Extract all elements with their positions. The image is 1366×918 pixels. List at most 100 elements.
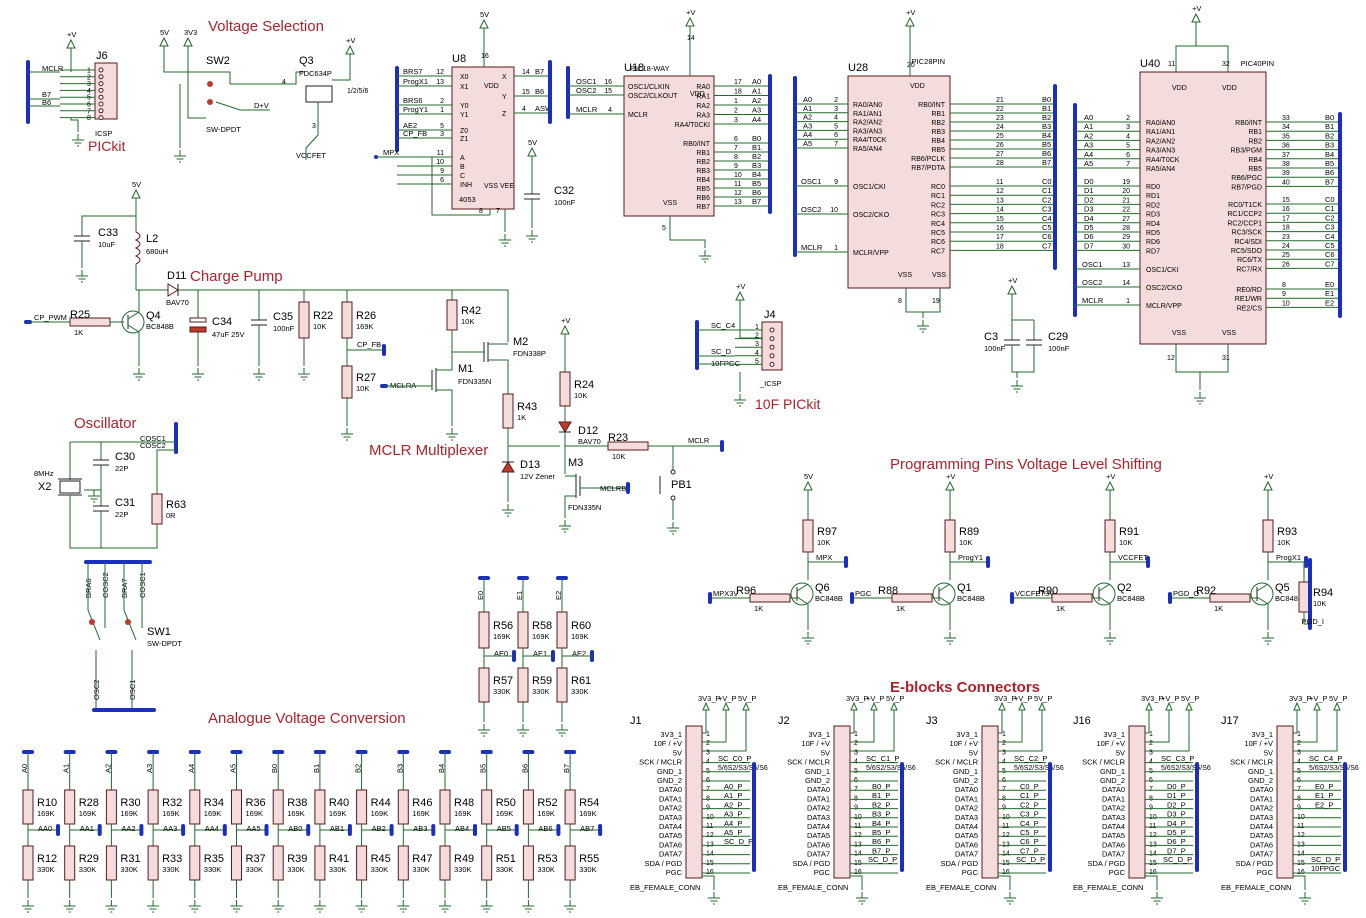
- u40-net: C2: [1325, 213, 1335, 222]
- resistor-value: 169K: [246, 809, 264, 818]
- resistor-ref: R47: [412, 853, 432, 865]
- ic-ref: U40: [1140, 58, 1160, 70]
- u8-pin-name: X0: [460, 74, 469, 81]
- eblock-pin-name: SCK / MCLR: [639, 758, 683, 767]
- u40-pin-number: 20: [1122, 188, 1130, 195]
- u40-pin-name: VSS: [1172, 330, 1186, 337]
- divider-mid-net: AE0: [494, 649, 508, 658]
- ground-symbol: [105, 900, 118, 913]
- u8-pin-name: Z1: [460, 136, 468, 143]
- resistor: [22, 845, 34, 881]
- resistor-ref: R92: [1196, 585, 1216, 597]
- resistor-ref: R91: [1119, 526, 1139, 538]
- eblock-data-net: D7_P: [1167, 846, 1186, 855]
- j4-ref: J4: [764, 309, 776, 321]
- resistor-ref: R63: [166, 499, 186, 511]
- resistor: [231, 845, 242, 881]
- resistor: [397, 789, 409, 825]
- u40-net: E2: [1325, 298, 1334, 307]
- resistor: [478, 667, 490, 703]
- resistor-value: 169K: [204, 809, 222, 818]
- eblock-p15-net: SC_D_P: [1311, 855, 1340, 864]
- power-arrow: [1263, 480, 1273, 491]
- eblock-ref: J17: [1221, 715, 1239, 727]
- eblock-data-net: D3_P: [1167, 810, 1186, 819]
- resistor-ref: R60: [571, 620, 591, 632]
- u18-net: B2: [752, 152, 761, 161]
- eblock-pin-number: 2: [1297, 740, 1301, 747]
- eblock-footer: EB_FEMALE_CONN: [1221, 883, 1291, 892]
- transistor-body: [790, 582, 814, 606]
- resistor-ref: R31: [120, 853, 140, 865]
- wire: [702, 875, 715, 890]
- resistor-value: 330K: [532, 687, 550, 696]
- u40-pin-number: 21: [1122, 197, 1130, 204]
- shifter-in-net: PGC: [855, 589, 872, 598]
- u18-net: A0: [752, 77, 761, 86]
- eblock-data-net: C7_P: [1020, 846, 1039, 855]
- eblock-pin-name: DATA6: [1250, 840, 1273, 849]
- u8-pin-name: Y: [502, 94, 507, 101]
- eblock-pin-name: DATA3: [955, 813, 978, 822]
- diode-d12: [558, 421, 572, 433]
- u8-pin-number: 7: [496, 208, 500, 215]
- u18-pin-number: 4: [608, 107, 612, 114]
- eblock-power-arrow: [1333, 701, 1341, 711]
- u8-pin-name: Y0: [460, 103, 469, 110]
- resistor-ref: R32: [162, 797, 182, 809]
- resistor: [517, 611, 529, 649]
- u18-pin-name: RB5: [696, 186, 710, 193]
- resistor-value: 169K: [79, 809, 97, 818]
- u18-pin-number: 17: [734, 79, 742, 86]
- eblock-p4-net: SC_C0_P: [718, 754, 751, 763]
- u40-net: B5: [1325, 159, 1334, 168]
- u28-pin-name: RC6: [931, 239, 945, 246]
- resistor: [397, 845, 409, 881]
- resistor-value: 330K: [496, 865, 514, 874]
- resistor-ref: R12: [37, 853, 57, 865]
- power-arrow: [66, 38, 76, 49]
- resistor-ref: R52: [537, 797, 557, 809]
- u18-pin-number: 8: [734, 154, 738, 161]
- eblock-power-label: +V_P: [718, 694, 737, 703]
- eblock-pin-name: DATA1: [807, 794, 830, 803]
- eblock-p4-net: SC_C1_P: [866, 754, 899, 763]
- eblock-pin-number: 1: [1149, 731, 1153, 738]
- ground-symbol: [734, 394, 746, 407]
- u40-pin-name: RC1/CCP2: [1227, 211, 1262, 218]
- eblock-pin-name: DATA7: [955, 850, 978, 859]
- wire: [87, 562, 101, 641]
- power-arrow: [1007, 284, 1017, 295]
- ground-symbol: [517, 724, 529, 737]
- c34-ref: C34: [212, 316, 232, 328]
- u18-pin-name: RA4/T0CKI: [675, 122, 710, 129]
- eblock-pin-number: 3: [1002, 749, 1006, 756]
- u40-pin-name: RD6: [1146, 239, 1160, 246]
- eblock-pin-name: DATA0: [1102, 785, 1125, 794]
- u40-pin-name: OSC1/CKI: [1146, 267, 1179, 274]
- analog-mid-net: AA4: [205, 824, 219, 833]
- ground-symbol: [72, 134, 84, 147]
- u28-net: C6: [1042, 232, 1052, 241]
- wire: [436, 389, 453, 426]
- analog-net: B5: [479, 764, 488, 773]
- eblock-pin-name: 10F / +V: [1096, 739, 1125, 748]
- power-symbol: [560, 324, 570, 344]
- wire: [451, 330, 484, 353]
- resistor: [147, 789, 159, 825]
- eblock-pin-name: DATA5: [1250, 831, 1273, 840]
- u8-net: BRS7: [403, 67, 423, 76]
- resistor: [522, 789, 534, 825]
- power-arrow: [159, 36, 169, 47]
- ground-symbol: [446, 428, 458, 441]
- j4-pin-number: 5: [755, 358, 759, 365]
- eblock-pin-name: DATA5: [1102, 831, 1125, 840]
- j6-pin-dot: [98, 108, 104, 114]
- u18-pin-number: 15: [604, 88, 612, 95]
- ground-symbol: [313, 900, 326, 913]
- ground-symbol: [699, 250, 711, 263]
- u40-net: B6: [1325, 168, 1334, 177]
- resistor: [231, 789, 242, 825]
- u28-net: B1: [1042, 104, 1051, 113]
- u40-pin-name: RC5/SDO: [1231, 248, 1263, 255]
